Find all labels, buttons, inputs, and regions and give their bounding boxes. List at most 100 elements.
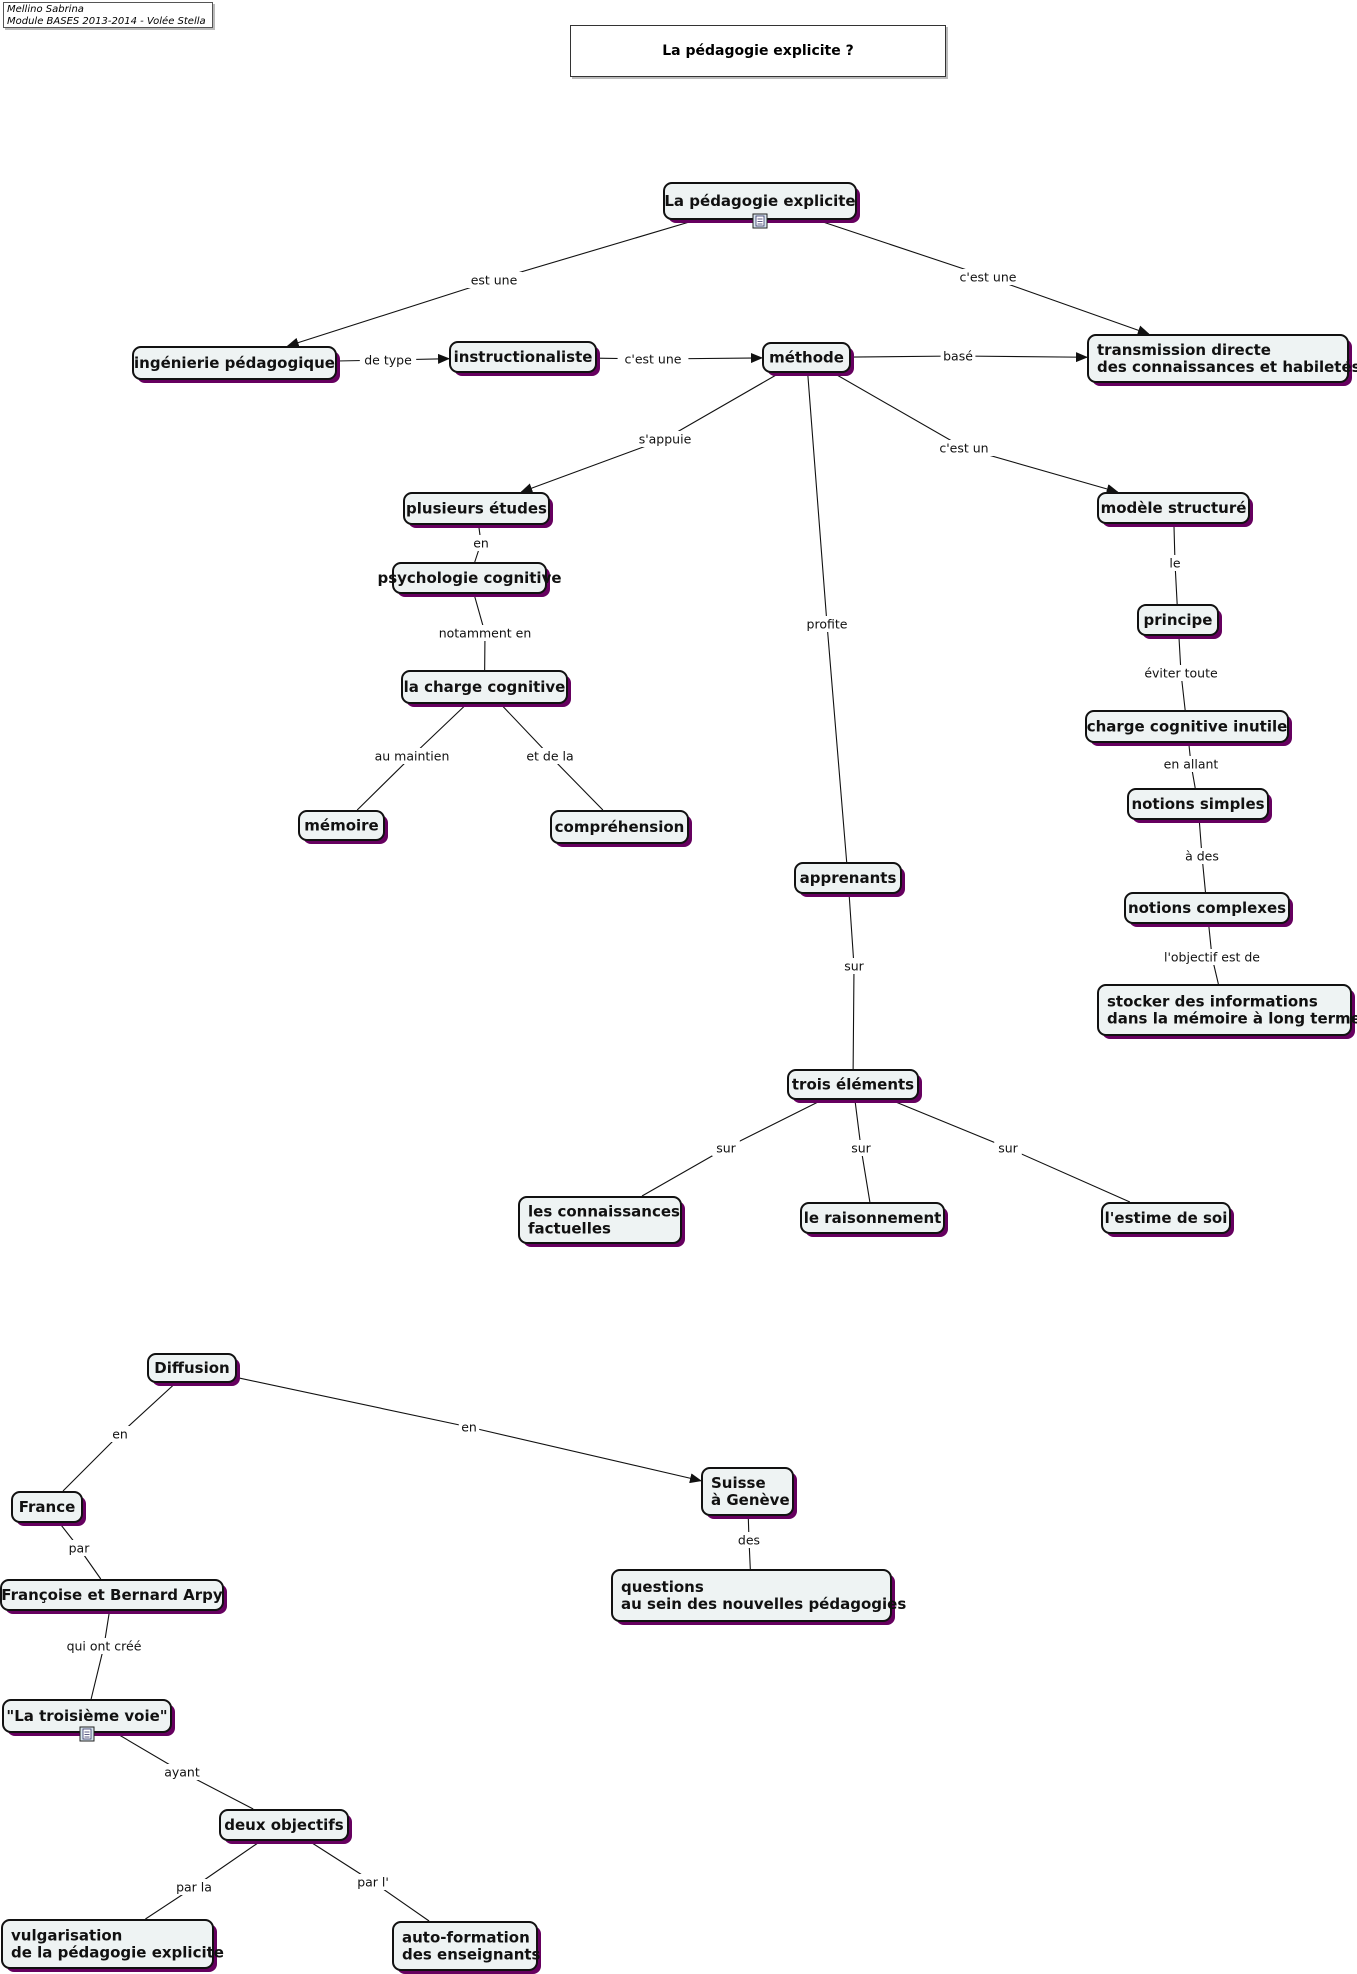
node-box[interactable] xyxy=(800,1202,945,1234)
concept-node-n4[interactable]: méthode xyxy=(762,342,854,376)
node-box[interactable] xyxy=(1085,710,1289,743)
node-box[interactable] xyxy=(403,492,550,525)
concept-node-n27[interactable]: "La troisième voie" xyxy=(2,1699,175,1742)
concept-node-n7[interactable]: psychologie cognitive xyxy=(377,562,562,597)
link-label-bg xyxy=(348,1874,398,1890)
node-box[interactable] xyxy=(518,1196,682,1244)
node-box[interactable] xyxy=(392,1921,538,1971)
concept-node-n23[interactable]: France xyxy=(11,1491,86,1526)
link-label-bg xyxy=(369,748,455,764)
concept-node-n12[interactable]: principe xyxy=(1137,604,1222,639)
link-label-bg xyxy=(57,1638,151,1654)
node-box[interactable] xyxy=(1097,492,1250,524)
link-line-n26-n27 xyxy=(90,1610,111,1700)
node-label: notions simples xyxy=(1131,795,1264,813)
node-box[interactable] xyxy=(1,1919,214,1969)
node-box[interactable] xyxy=(147,1353,237,1383)
node-box[interactable] xyxy=(1137,604,1219,636)
node-box[interactable] xyxy=(401,670,568,704)
node-box[interactable] xyxy=(0,1579,224,1611)
concept-node-n3[interactable]: instructionaliste xyxy=(449,341,600,376)
link-label-bg xyxy=(470,535,492,551)
node-box[interactable] xyxy=(132,346,337,380)
link-label-bg xyxy=(712,1140,740,1156)
link-label: de type xyxy=(364,353,412,368)
node-box[interactable] xyxy=(11,1491,83,1523)
header-author: Mellino Sabrina xyxy=(7,4,84,15)
concept-node-n28[interactable]: deux objectifs xyxy=(219,1809,352,1844)
link-label: au maintien xyxy=(375,749,450,764)
concept-node-n21[interactable]: l'estime de soi xyxy=(1101,1202,1234,1237)
concept-node-n20[interactable]: le raisonnement xyxy=(800,1202,948,1237)
node-box[interactable] xyxy=(1127,788,1269,820)
node-box[interactable] xyxy=(1087,334,1349,383)
concept-node-n6[interactable]: plusieurs études xyxy=(403,492,553,528)
link-label-bg xyxy=(952,269,1024,285)
concept-node-n13[interactable]: charge cognitive inutile xyxy=(1085,710,1292,746)
link-label: c'est un xyxy=(939,441,988,456)
link-label-bg xyxy=(1155,756,1227,772)
node-label: trois éléments xyxy=(792,1076,914,1094)
concept-node-n18[interactable]: trois éléments xyxy=(787,1069,922,1103)
node-label: de la pédagogie explicite xyxy=(11,1944,224,1962)
node-box[interactable] xyxy=(392,562,547,594)
node-label: transmission directe xyxy=(1097,341,1271,359)
node-label: les connaissances xyxy=(528,1203,680,1221)
node-label: modèle structuré xyxy=(1101,499,1247,517)
node-box[interactable] xyxy=(701,1467,794,1516)
node-box[interactable] xyxy=(1101,1202,1231,1234)
node-box[interactable] xyxy=(550,810,689,844)
node-label: compréhension xyxy=(555,818,685,836)
document-icon[interactable] xyxy=(752,213,768,229)
node-box[interactable] xyxy=(762,342,851,373)
node-box[interactable] xyxy=(611,1569,892,1622)
node-box[interactable] xyxy=(449,341,597,373)
concept-node-n2[interactable]: ingénierie pédagogique xyxy=(132,346,340,383)
concept-node-n1[interactable]: La pédagogie explicite xyxy=(663,182,860,229)
concept-node-n9[interactable]: mémoire xyxy=(298,810,388,844)
node-box[interactable] xyxy=(219,1809,349,1841)
link-label-bg xyxy=(438,625,532,641)
link-label: profite xyxy=(807,617,848,632)
node-box[interactable] xyxy=(787,1069,919,1100)
node-label: plusieurs études xyxy=(406,500,547,518)
link-label: l'objectif est de xyxy=(1164,950,1260,965)
node-label: instructionaliste xyxy=(454,348,593,366)
link-label: et de la xyxy=(526,749,573,764)
node-label: charge cognitive inutile xyxy=(1087,718,1288,736)
concept-node-n10[interactable]: compréhension xyxy=(550,810,692,847)
node-box[interactable] xyxy=(1124,892,1290,924)
concept-node-n17[interactable]: apprenants xyxy=(794,862,905,897)
node-label: le raisonnement xyxy=(804,1209,942,1227)
link-label-bg xyxy=(161,1764,203,1780)
concept-node-n8[interactable]: la charge cognitive xyxy=(401,670,571,707)
concept-node-n14[interactable]: notions simples xyxy=(1127,788,1272,823)
node-label: vulgarisation xyxy=(11,1927,122,1945)
node-box[interactable] xyxy=(794,862,902,894)
link-label-bg xyxy=(840,958,868,974)
link-label: éviter toute xyxy=(1144,666,1218,681)
node-box[interactable] xyxy=(298,810,385,841)
concept-node-n15[interactable]: notions complexes xyxy=(1124,892,1293,927)
concept-node-n22[interactable]: Diffusion xyxy=(147,1353,240,1386)
concept-node-n11[interactable]: modèle structuré xyxy=(1097,492,1253,527)
node-label: notions complexes xyxy=(1128,899,1286,917)
concept-node-n26[interactable]: Françoise et Bernard Arpy xyxy=(0,1579,227,1614)
link-label-bg xyxy=(932,440,996,456)
node-box[interactable] xyxy=(1097,984,1352,1036)
link-label: basé xyxy=(943,349,973,364)
node-label: Françoise et Bernard Arpy xyxy=(1,1586,223,1604)
document-icon[interactable] xyxy=(79,1726,95,1742)
link-label: à des xyxy=(1185,849,1219,864)
node-label: Diffusion xyxy=(154,1359,229,1377)
node-label: "La troisième voie" xyxy=(6,1707,167,1725)
link-label-bg xyxy=(847,1140,875,1156)
